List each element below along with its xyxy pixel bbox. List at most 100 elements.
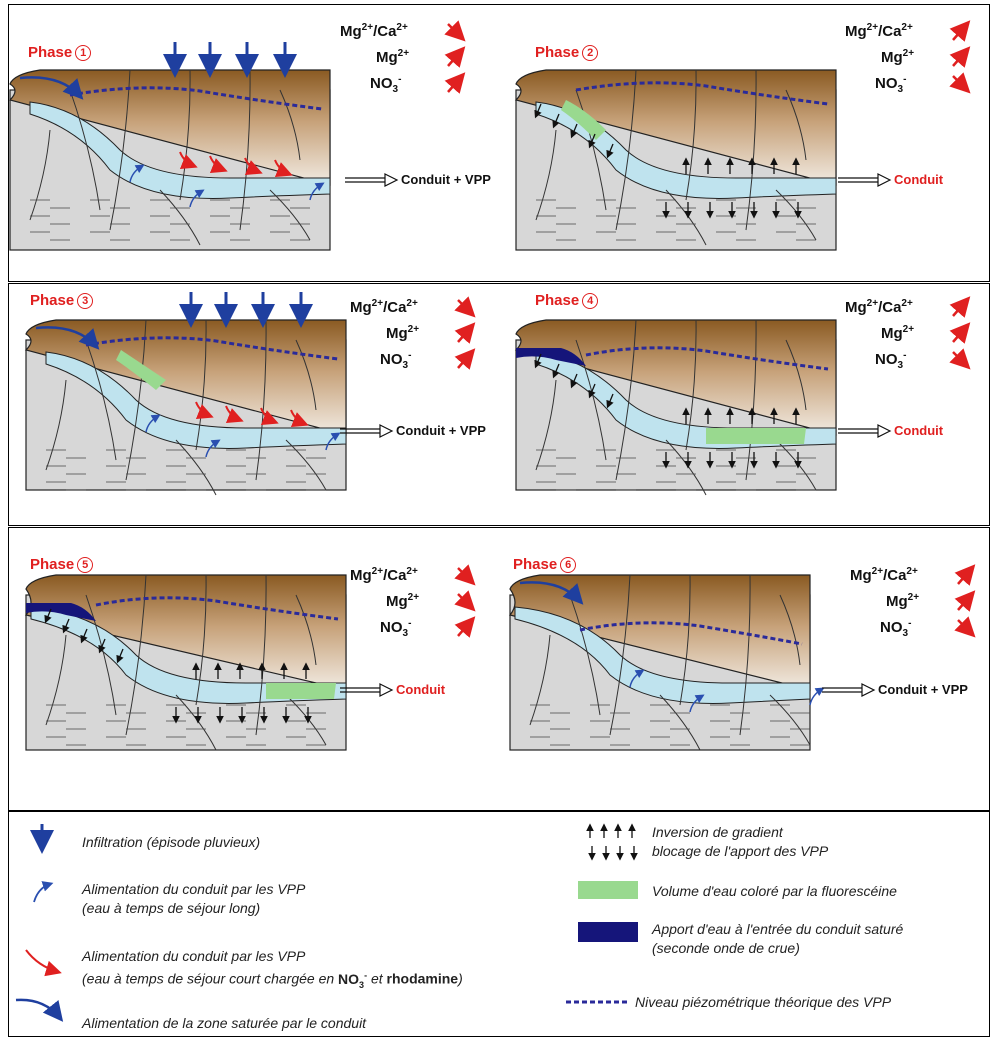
phase-1-label-text: Phase: [28, 44, 73, 61]
phase-6-number: 6: [560, 557, 577, 573]
phase-2-fracture: [785, 89, 807, 161]
legend-alim-court-icon: [25, 949, 62, 977]
phase-4-fracture: [745, 319, 757, 481]
legend-niveau-text: Niveau piézométrique théorique des VPP: [635, 994, 892, 1010]
phase-3-fracture: [85, 339, 117, 461]
legend-panel: [8, 811, 990, 1037]
phase-1-saturation-arrow: [19, 76, 84, 100]
phase-3-fracture: [195, 319, 207, 451]
phase-4-fracture: [575, 339, 607, 461]
phase-4-outlet-label: Conduit: [894, 423, 944, 438]
phase-6-trend-arrow-1: [954, 590, 976, 612]
phase-6-conduit: [514, 606, 811, 704]
phase-3-vpp-arrow: [325, 432, 341, 451]
legend-alim-court-2b: et: [367, 970, 387, 987]
phase-6-fracture: [609, 574, 631, 736]
phase-4-piezo-line: [585, 346, 829, 371]
phase-1-fracture: [239, 69, 251, 231]
phase-6-outlet-label: Conduit + VPP: [878, 682, 968, 697]
phase-3-trend-arrow-1: [454, 322, 476, 344]
phase-6-fracture: [529, 634, 551, 726]
legend-alim-court-text-2: (eau à temps de séjour court chargée en …: [82, 966, 463, 994]
phase-6-vpp-arrow: [809, 687, 825, 706]
phase-5-fracture: [195, 574, 207, 706]
phase-5-block: [24, 574, 394, 751]
phase-3-mg-ca-ratio-label: Mg2+/Ca2+: [350, 298, 418, 316]
phase-5-inversion-slope: [44, 608, 52, 624]
phase-4-number: 4: [582, 293, 599, 309]
phase-1-conduit: [29, 101, 331, 199]
phase-5-second-wave: [26, 603, 96, 621]
phase-2-inversion-slope: [606, 143, 614, 159]
phase-1-trend-arrow-1: [444, 46, 466, 68]
phase-5-fracture: [125, 574, 147, 736]
phase-2-mg-ca-ratio-label: Mg2+/Ca2+: [845, 22, 913, 40]
legend-alim-long-text-1: Alimentation du conduit par les VPP: [82, 881, 306, 897]
phase-1-red-arrow: [179, 151, 198, 169]
legend-alim-long-icon: [33, 881, 54, 903]
legend-apport-text-1: Apport d'eau à l'entrée du conduit satur…: [652, 921, 904, 937]
phase-3-label-text: Phase: [30, 292, 75, 309]
legend-no3-base: NO: [338, 970, 360, 987]
phase-3-fracture: [285, 439, 327, 491]
phase-5-outlet-label: Conduit: [396, 682, 446, 697]
phase-3-conduit: [45, 351, 347, 449]
phase-5-trend-arrow-1: [454, 590, 476, 612]
phase-2-inversion-slope: [552, 113, 560, 129]
phase-6-no3-label: NO3-: [880, 618, 912, 639]
legend-alim-long-text-2: (eau à temps de séjour long): [82, 900, 261, 916]
phase-4-mg-label: Mg2+: [881, 324, 915, 342]
phase-1-red-arrow: [274, 159, 293, 177]
phase-5-fracture: [45, 634, 67, 726]
phase-2-block: [514, 69, 892, 251]
phase-2-inversion-slope: [588, 133, 596, 149]
phase-4-block: [514, 319, 892, 496]
phase-6-fracture: [739, 574, 751, 736]
phase-2-fluorescein: [561, 100, 606, 140]
phase-2-no3-label: NO3-: [875, 74, 907, 95]
phase-6-block: [508, 574, 876, 751]
phase-2-trend-arrow-0: [949, 20, 971, 42]
phase-3-trend-arrow-0: [454, 296, 476, 318]
legend-inversion-text-1: Inversion de gradient: [652, 824, 783, 840]
legend-no3-sub: 3: [359, 979, 365, 990]
phase-5-fluorescein: [266, 683, 336, 699]
phase-6-fracture: [659, 694, 701, 751]
phase-5-label-text: Phase: [30, 556, 75, 573]
phase-1-trend-arrow-0: [444, 20, 466, 42]
phase-5-no3-label: NO3-: [380, 618, 412, 639]
phase-2-fracture: [615, 69, 637, 231]
phase-4-inversion-slope: [534, 353, 542, 369]
phase-3-vpp-arrow: [205, 439, 221, 458]
phase-5-piezo-line: [95, 596, 339, 621]
legend-alim-court-2c: ): [458, 970, 463, 987]
phase-5-mg-ca-ratio-label: Mg2+/Ca2+: [350, 566, 418, 584]
phase-4-inversion-slope: [552, 363, 560, 379]
phase-3-fracture: [45, 379, 67, 471]
phase-4-fracture: [535, 379, 557, 471]
phase-3-outlet-label: Conduit + VPP: [396, 423, 486, 438]
phase-4-outlet-head: [877, 424, 892, 438]
phase-2-number: 2: [582, 45, 599, 61]
phase-1-outlet-head: [384, 173, 399, 187]
phase-4-trend-arrow-1: [949, 322, 971, 344]
phase-4-inversion-slope: [570, 373, 578, 389]
phase-5-inversion-slope: [80, 628, 88, 644]
phase-3-block: [24, 292, 394, 496]
phase-2-outlet-arrow: [838, 173, 892, 187]
phase-6-trend-arrow-0: [954, 564, 976, 586]
phase-2-fracture: [575, 89, 607, 211]
phase-3-outlet-arrow: [340, 424, 394, 438]
phase-3-fracture: [175, 439, 217, 496]
phase-1-vpp-arrow: [189, 189, 205, 208]
phase-5-fracture: [255, 574, 267, 736]
phase-4-second-wave: [516, 348, 586, 366]
phase-2-inversion-slope: [534, 103, 542, 119]
phase-5-mg-label: Mg2+: [386, 592, 420, 610]
phase-6-label-text: Phase: [513, 556, 558, 573]
